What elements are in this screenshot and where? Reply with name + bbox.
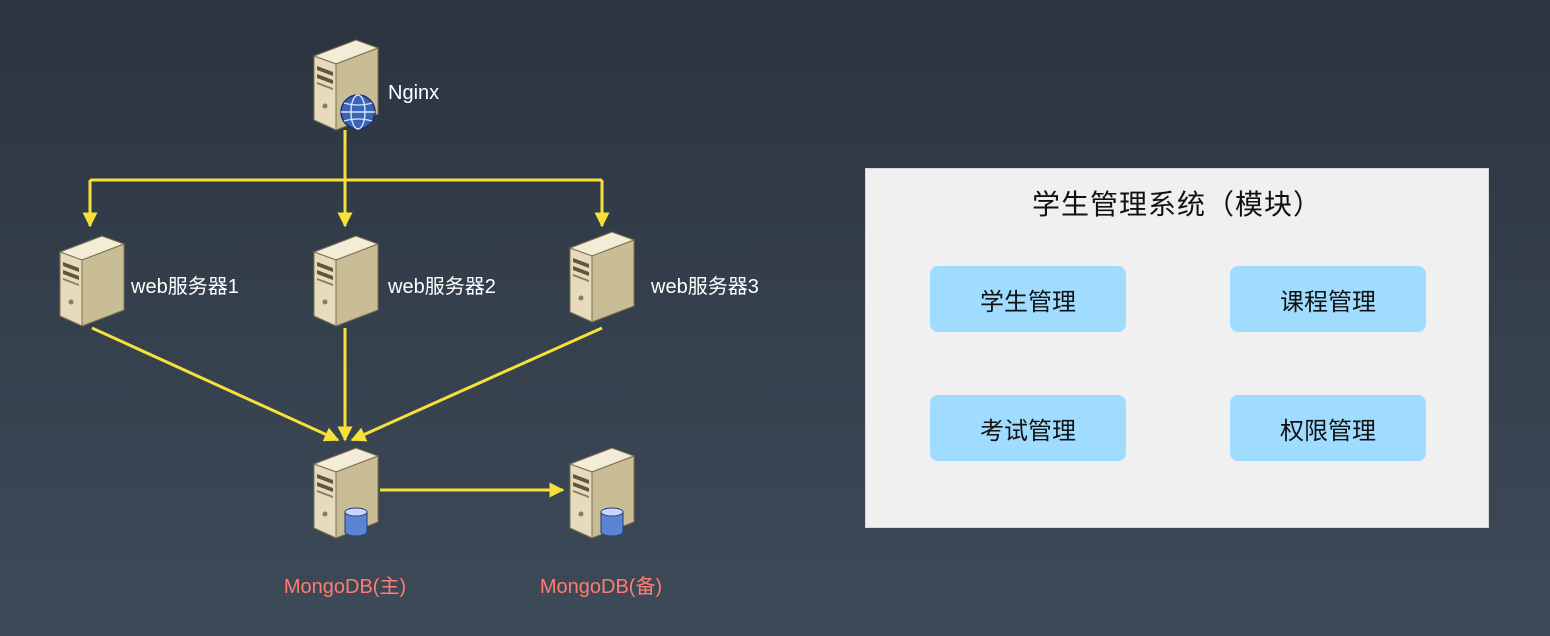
arrow-web3-to-db bbox=[350, 326, 603, 442]
web-to-db-connectors bbox=[91, 326, 603, 498]
server-icon bbox=[568, 231, 636, 323]
nginx-label: Nginx bbox=[388, 82, 440, 104]
server-icon bbox=[58, 235, 126, 327]
web-server-globe-icon bbox=[312, 39, 380, 131]
arrow-web1-to-db bbox=[91, 326, 340, 442]
module-permission: 权限管理 bbox=[1230, 395, 1426, 461]
web3-label: web服务器3 bbox=[651, 276, 759, 298]
web2-label: web服务器2 bbox=[388, 276, 496, 298]
module-panel: 学生管理系统（模块） 学生管理 课程管理 考试管理 权限管理 bbox=[865, 168, 1489, 528]
database-server-icon bbox=[568, 447, 636, 539]
mongodb-primary-label: MongoDB(主) bbox=[283, 576, 407, 598]
nginx-to-web-connectors bbox=[82, 130, 610, 228]
module-exam: 考试管理 bbox=[930, 395, 1126, 461]
web1-label: web服务器1 bbox=[131, 276, 239, 298]
server-icon bbox=[312, 235, 380, 327]
mongodb-backup-label: MongoDB(备) bbox=[539, 576, 663, 598]
module-student: 学生管理 bbox=[930, 266, 1126, 332]
panel-title: 学生管理系统（模块） bbox=[1031, 188, 1322, 221]
database-server-icon bbox=[312, 447, 380, 539]
module-course: 课程管理 bbox=[1230, 266, 1426, 332]
